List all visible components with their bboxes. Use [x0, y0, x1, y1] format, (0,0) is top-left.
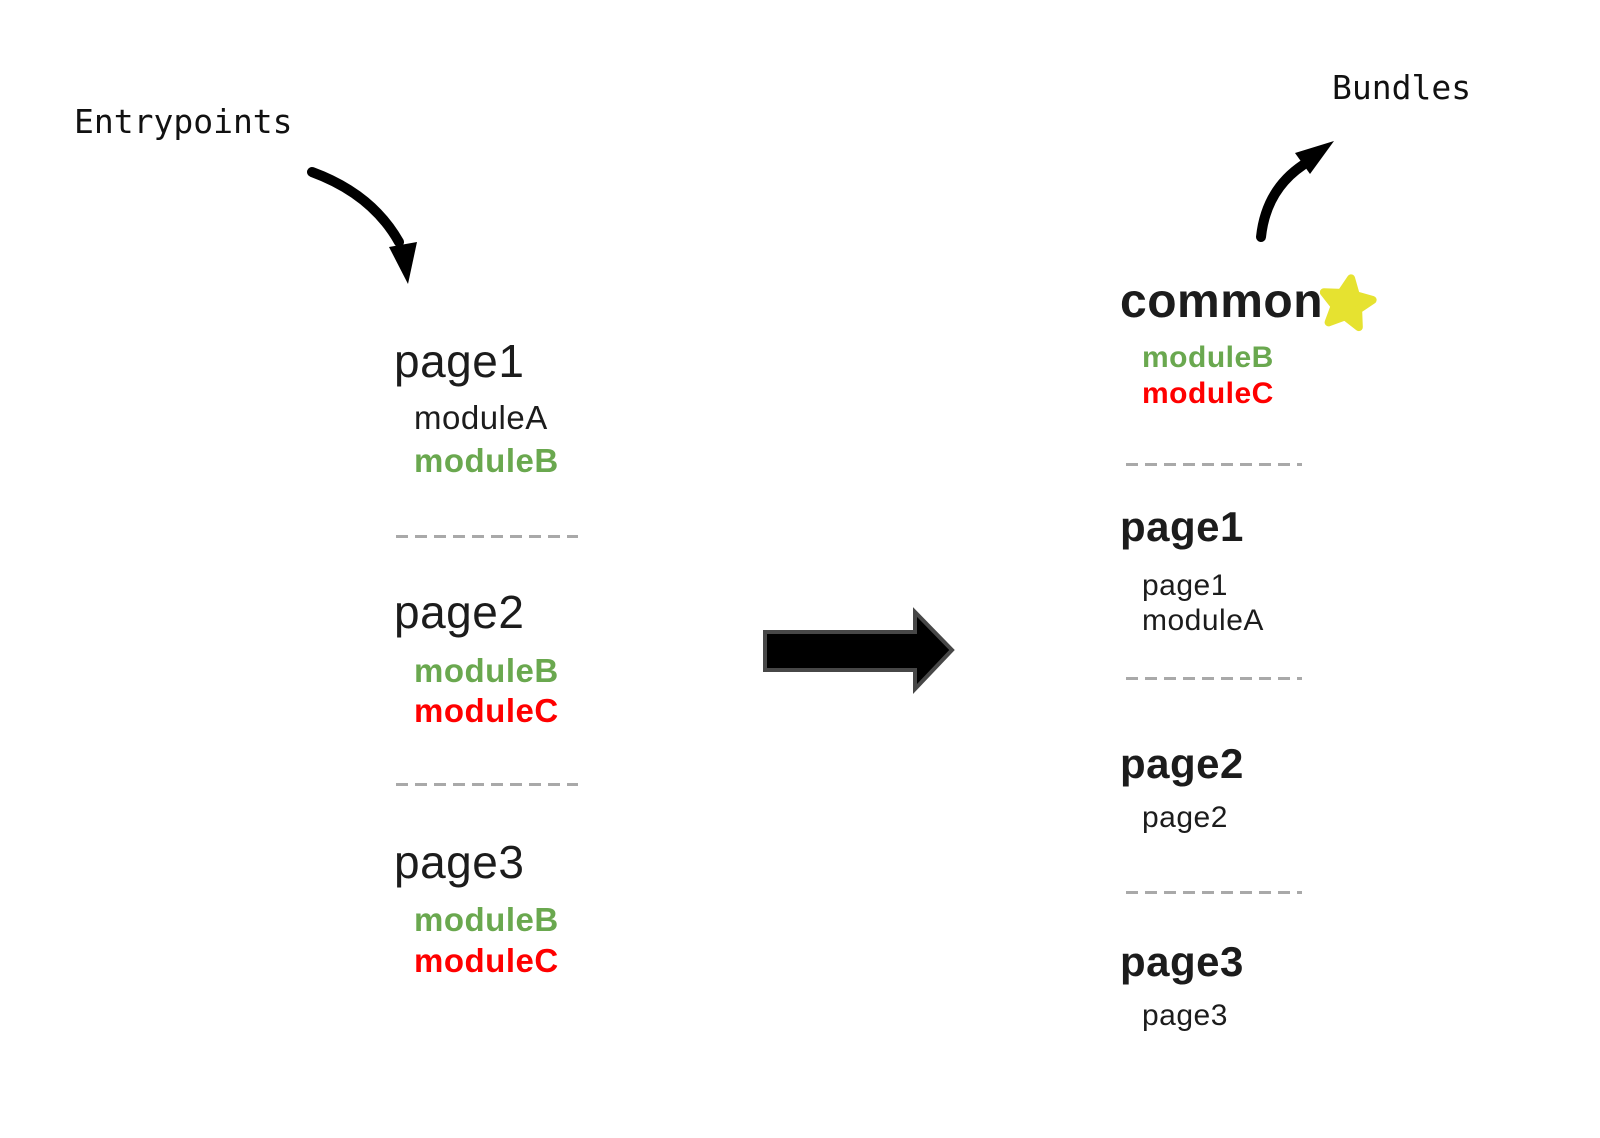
entrypoint-page3-title: page3: [394, 836, 525, 888]
curved-arrow-down-icon: [307, 167, 417, 284]
bundle-common-moduleC: moduleC: [1142, 377, 1274, 410]
bundle-page3-title: page3: [1120, 938, 1244, 985]
divider-dashed-left-1: [396, 535, 578, 538]
curved-arrow-up-icon: [1256, 141, 1334, 242]
entrypoint-page1-moduleB: moduleB: [414, 442, 559, 479]
entrypoints-label: Entrypoints: [74, 102, 293, 141]
divider-dashed-right-3: [1126, 891, 1302, 894]
entrypoint-page1-title: page1: [394, 335, 525, 387]
divider-dashed-right-2: [1126, 677, 1302, 680]
bundle-common-moduleB: moduleB: [1142, 341, 1274, 374]
bundle-page3-entry-page3: page3: [1142, 999, 1228, 1032]
entrypoint-page1-moduleA: moduleA: [414, 399, 548, 436]
bundle-common-title: common: [1120, 275, 1324, 328]
divider-dashed-left-2: [396, 783, 578, 786]
star-icon: [1319, 274, 1377, 332]
bundle-page1-entry-moduleA: moduleA: [1142, 604, 1264, 637]
divider-dashed-right-1: [1126, 463, 1302, 466]
bundle-page1-entry-page1: page1: [1142, 569, 1228, 602]
entrypoint-page2-moduleC: moduleC: [414, 692, 559, 729]
entrypoint-page3-moduleB: moduleB: [414, 901, 559, 938]
bundle-page1-title: page1: [1120, 503, 1244, 550]
bundle-page2-title: page2: [1120, 740, 1244, 787]
bundles-label: Bundles: [1332, 68, 1472, 107]
big-right-arrow-icon: [763, 607, 955, 695]
entrypoint-page3-moduleC: moduleC: [414, 942, 559, 979]
bundle-page2-entry-page2: page2: [1142, 801, 1228, 834]
entrypoint-page2-title: page2: [394, 586, 525, 638]
entrypoint-page2-moduleB: moduleB: [414, 652, 559, 689]
